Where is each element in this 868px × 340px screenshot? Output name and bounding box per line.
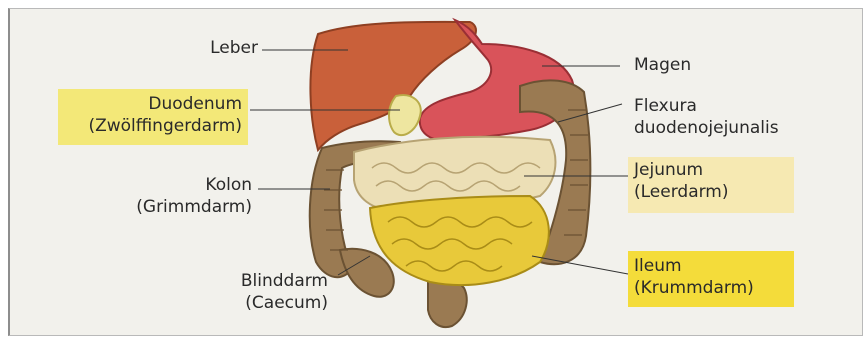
- duodenum-shape: [389, 95, 421, 135]
- label-jejunum-line2: (Leerdarm): [634, 181, 794, 203]
- label-kolon-line1: Kolon: [100, 174, 252, 196]
- label-flexura-line2: duodenojejunalis: [634, 117, 779, 139]
- label-kolon-line2: (Grimmdarm): [100, 196, 252, 218]
- label-ileum: Ileum (Krummdarm): [628, 251, 794, 307]
- label-jejunum: Jejunum (Leerdarm): [628, 157, 794, 213]
- label-flexura-line1: Flexura: [634, 95, 779, 117]
- ileum-pointer: [532, 256, 628, 274]
- label-blinddarm: Blinddarm (Caecum): [210, 270, 328, 314]
- label-ileum-line1: Ileum: [634, 255, 794, 277]
- label-magen-text: Magen: [634, 54, 691, 76]
- label-flexura: Flexura duodenojejunalis: [634, 95, 779, 139]
- label-duodenum: Duodenum (Zwölffingerdarm): [58, 89, 248, 145]
- label-ileum-line2: (Krummdarm): [634, 277, 794, 299]
- label-kolon: Kolon (Grimmdarm): [100, 174, 252, 218]
- label-leber-text: Leber: [180, 37, 258, 59]
- label-duodenum-line1: Duodenum: [58, 93, 242, 115]
- label-blinddarm-line2: (Caecum): [210, 292, 328, 314]
- label-blinddarm-line1: Blinddarm: [210, 270, 328, 292]
- label-leber: Leber: [180, 37, 258, 59]
- label-magen: Magen: [634, 54, 691, 76]
- label-jejunum-line1: Jejunum: [634, 159, 794, 181]
- label-duodenum-line2: (Zwölffingerdarm): [58, 115, 242, 137]
